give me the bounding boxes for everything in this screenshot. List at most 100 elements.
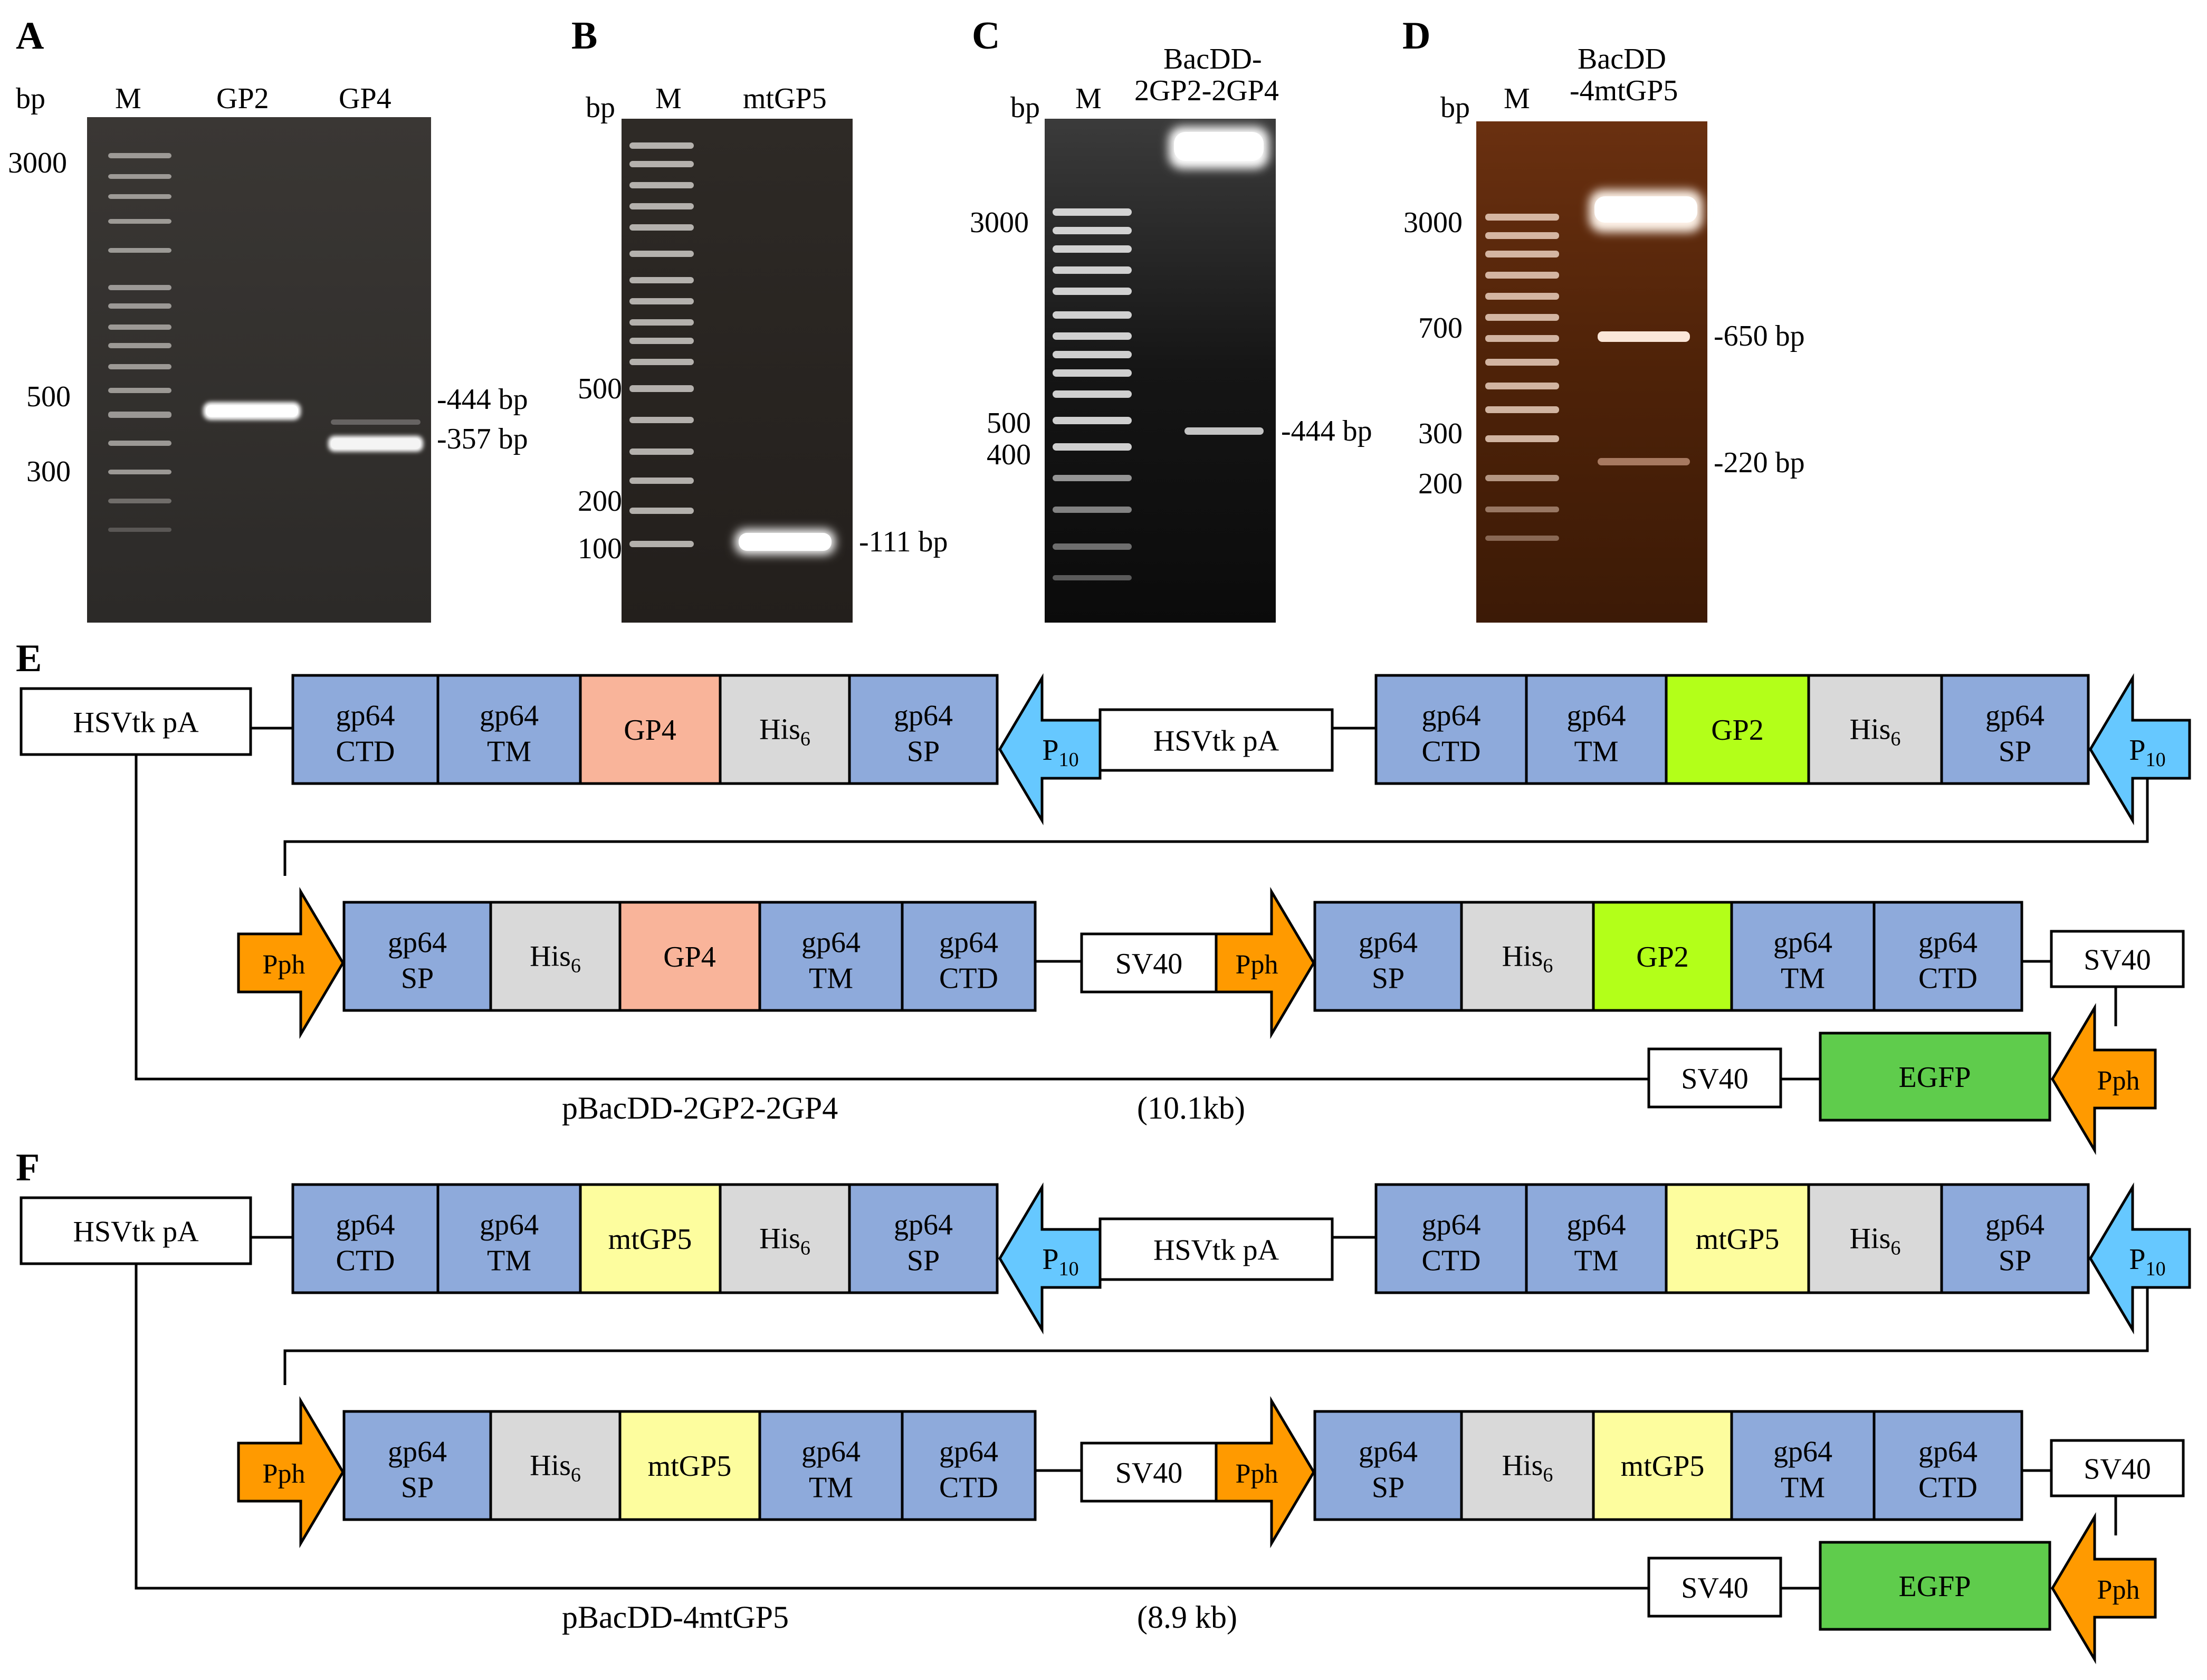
- his6-box-label: His6: [1502, 1449, 1553, 1486]
- gp64-ctd-box-label: CTD: [939, 1472, 998, 1504]
- sv40-box: [1647, 1047, 1782, 1109]
- gene-box: [1592, 1410, 1733, 1521]
- gp64-sp-box: [848, 1183, 999, 1294]
- ladder-label: 300: [26, 455, 71, 488]
- lane-label: M: [115, 82, 141, 115]
- gene-box: [1592, 901, 1733, 1012]
- gp64-sp-box-label: gp64: [894, 700, 953, 732]
- gene-label: mtGP5: [608, 1223, 692, 1256]
- panel-letter: D: [1402, 14, 1430, 58]
- sv40-box-label: SV40: [1681, 1063, 1749, 1095]
- gp64-sp-box-label: gp64: [1985, 1209, 2044, 1242]
- sv40-box-label: SV40: [1115, 1457, 1183, 1490]
- gp64-tm-box-label: TM: [809, 1472, 853, 1504]
- hsvtk-pa-box-label: HSVtk pA: [1153, 1234, 1279, 1267]
- his6-box: [1460, 1410, 1595, 1521]
- plasmid-name: pBacDD-4mtGP5: [562, 1600, 789, 1635]
- gp64-ctd-box-label: CTD: [336, 736, 395, 768]
- sv40-box: [1647, 1557, 1782, 1618]
- his6-box-label: His6: [1850, 1223, 1901, 1259]
- gp64-tm-box-label: gp64: [1773, 927, 1832, 959]
- p10-label-subscript: 10: [2146, 749, 2166, 771]
- gene-label: GP2: [1636, 941, 1689, 973]
- gp64-tm-box-label: TM: [487, 1245, 531, 1277]
- egfp-box: [1819, 1032, 2051, 1122]
- his6-box: [719, 1183, 851, 1294]
- pph-promoter-arrow: [1215, 886, 1315, 1039]
- ladder-label: 500: [578, 373, 622, 405]
- gp64-ctd-box: [291, 674, 440, 785]
- gp64-sp-box: [342, 1410, 492, 1521]
- pph-promoter-arrow: [1215, 1396, 1315, 1549]
- sample-band: [1184, 427, 1264, 435]
- gp64-sp-box-label: SP: [401, 1472, 434, 1504]
- pph-label: Pph: [263, 950, 305, 980]
- sv40-box: [1080, 932, 1218, 994]
- gp64-sp-box-label: SP: [1372, 1472, 1405, 1504]
- gp64-tm-box-label: TM: [1574, 1245, 1619, 1277]
- gp64-ctd-box: [1872, 1410, 2023, 1521]
- band-size-label: -444 bp: [437, 383, 528, 416]
- ladder-label: 200: [578, 485, 622, 518]
- his6-box-label-main: His: [530, 940, 571, 973]
- ladder-label: 700: [1418, 312, 1463, 345]
- band-size-label: -220 bp: [1714, 446, 1805, 479]
- p10-promoter-arrow: [2089, 1182, 2191, 1335]
- ladder-label: 3000: [8, 147, 67, 179]
- gp64-tm-box: [758, 1410, 904, 1521]
- p10-label-subscript: 10: [2146, 1258, 2166, 1280]
- gene-box: [618, 1410, 761, 1521]
- gel-image: [87, 117, 431, 623]
- his6-box-label-main: His: [759, 1223, 800, 1255]
- p10-label: P10: [1042, 734, 1078, 771]
- gene-label: GP4: [624, 714, 676, 747]
- his6-box-label-subscript: 6: [571, 955, 581, 977]
- pph-promoter-arrow: [2051, 1003, 2157, 1156]
- genomic-band: [1174, 132, 1264, 161]
- hsvtk-pa-box: [1098, 1217, 1334, 1281]
- sv40-box-label: SV40: [1681, 1572, 1749, 1605]
- gp64-tm-box: [1730, 1410, 1876, 1521]
- gp64-tm-box-label: gp64: [480, 700, 539, 732]
- gp64-sp-box: [848, 674, 999, 785]
- backbone-line: [283, 1253, 2149, 1385]
- gene-box: [1665, 674, 1810, 785]
- his6-box-label-subscript: 6: [800, 728, 810, 750]
- sv40-box-label: SV40: [2084, 944, 2151, 977]
- gp64-ctd-box: [1872, 901, 2023, 1012]
- gp64-ctd-box-label: gp64: [939, 927, 998, 959]
- lane-label: BacDD-: [1163, 43, 1262, 75]
- egfp-box: [1819, 1541, 2051, 1631]
- gp64-tm-box-label: TM: [809, 962, 853, 995]
- gel-panels: A bp M GP2 GP4 3000 500 300: [8, 14, 1805, 623]
- sv40-box: [2050, 1439, 2185, 1497]
- p10-promoter-arrow: [2089, 673, 2191, 826]
- gp64-ctd-box-label: gp64: [1422, 700, 1481, 732]
- ladder-label: 400: [987, 438, 1031, 471]
- gp64-tm-box-label: gp64: [480, 1209, 539, 1242]
- ladder-label: 500: [26, 380, 71, 413]
- gp64-tm-box: [758, 901, 904, 1012]
- hsvtk-pa-box-label: HSVtk pA: [1153, 725, 1279, 758]
- panel-c: C bp M BacDD- 2GP2-2GP4 3000 500 400: [970, 14, 1372, 623]
- gp64-ctd-box-label: gp64: [336, 700, 395, 732]
- ladder-label: 300: [1418, 417, 1463, 450]
- his6-box-label-subscript: 6: [1543, 1464, 1553, 1486]
- gp64-tm-box-label: gp64: [1567, 700, 1626, 732]
- p10-label-subscript: 10: [1059, 749, 1079, 771]
- sv40-box-label: SV40: [1115, 948, 1183, 980]
- p10-label-main: P: [2129, 734, 2145, 767]
- lane-label: GP2: [216, 82, 269, 115]
- band-size-label: -111 bp: [859, 526, 948, 558]
- gene-label: mtGP5: [1621, 1450, 1705, 1483]
- gp64-ctd-box-label: CTD: [1422, 736, 1481, 768]
- p10-label: P10: [2129, 1243, 2165, 1280]
- panel-letter: C: [972, 14, 1000, 58]
- his6-box-label: His6: [759, 1223, 810, 1259]
- gp64-sp-box-label: SP: [401, 962, 434, 995]
- backbone-line: [283, 744, 2149, 876]
- his6-box-label: His6: [1502, 940, 1553, 977]
- gp64-ctd-box-label: gp64: [939, 1436, 998, 1468]
